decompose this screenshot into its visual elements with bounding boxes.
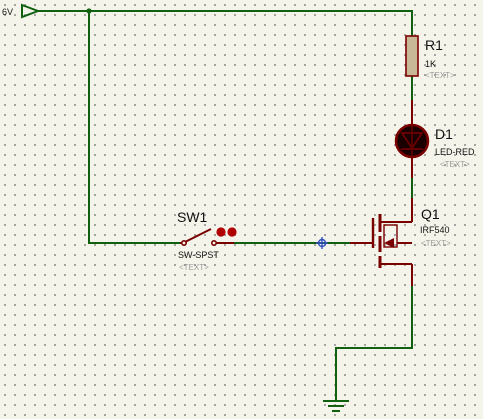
d1-ref: D1 bbox=[435, 126, 453, 142]
wire-source-to-ground[interactable] bbox=[335, 286, 413, 400]
wire-top-rail[interactable] bbox=[38, 10, 413, 36]
wire-junction bbox=[86, 8, 92, 14]
q1-text: <TEXT> bbox=[421, 239, 451, 248]
voltage-probe-icon[interactable] bbox=[316, 237, 328, 249]
r1-ref: R1 bbox=[425, 37, 443, 53]
sw1-ref: SW1 bbox=[177, 209, 208, 225]
sw1-text: <TEXT> bbox=[179, 263, 209, 272]
supply-label: 6V bbox=[2, 7, 13, 17]
led-d1[interactable]: D1 LED-RED <TEXT> bbox=[394, 100, 475, 178]
resistor-r1[interactable]: R1 1K <TEXT> bbox=[405, 35, 455, 80]
mosfet-arrow-icon bbox=[384, 238, 394, 248]
switch-lever-icon bbox=[184, 228, 212, 243]
wire-left-loop[interactable] bbox=[88, 11, 180, 244]
r1-text: <TEXT> bbox=[425, 71, 455, 80]
resistor-icon bbox=[405, 35, 419, 77]
ground-symbol-icon[interactable] bbox=[323, 400, 349, 412]
q1-ref: Q1 bbox=[421, 206, 440, 222]
power-terminal-icon bbox=[21, 3, 41, 19]
d1-text: <TEXT> bbox=[440, 160, 470, 169]
r1-value: 1K bbox=[425, 59, 436, 69]
switch-actuator-button[interactable] bbox=[216, 227, 226, 237]
wires bbox=[38, 10, 413, 400]
q1-value: IRF540 bbox=[420, 225, 450, 235]
switch-actuator-button[interactable] bbox=[227, 227, 237, 237]
supply-terminal[interactable]: 6V bbox=[2, 3, 41, 19]
sw1-value: SW-SPST bbox=[178, 250, 219, 260]
switch-sw1[interactable]: SW1 SW-SPST <TEXT> bbox=[177, 209, 237, 272]
mosfet-q1[interactable]: Q1 IRF540 <TEXT> bbox=[350, 198, 451, 286]
d1-value: LED-RED bbox=[435, 147, 475, 157]
